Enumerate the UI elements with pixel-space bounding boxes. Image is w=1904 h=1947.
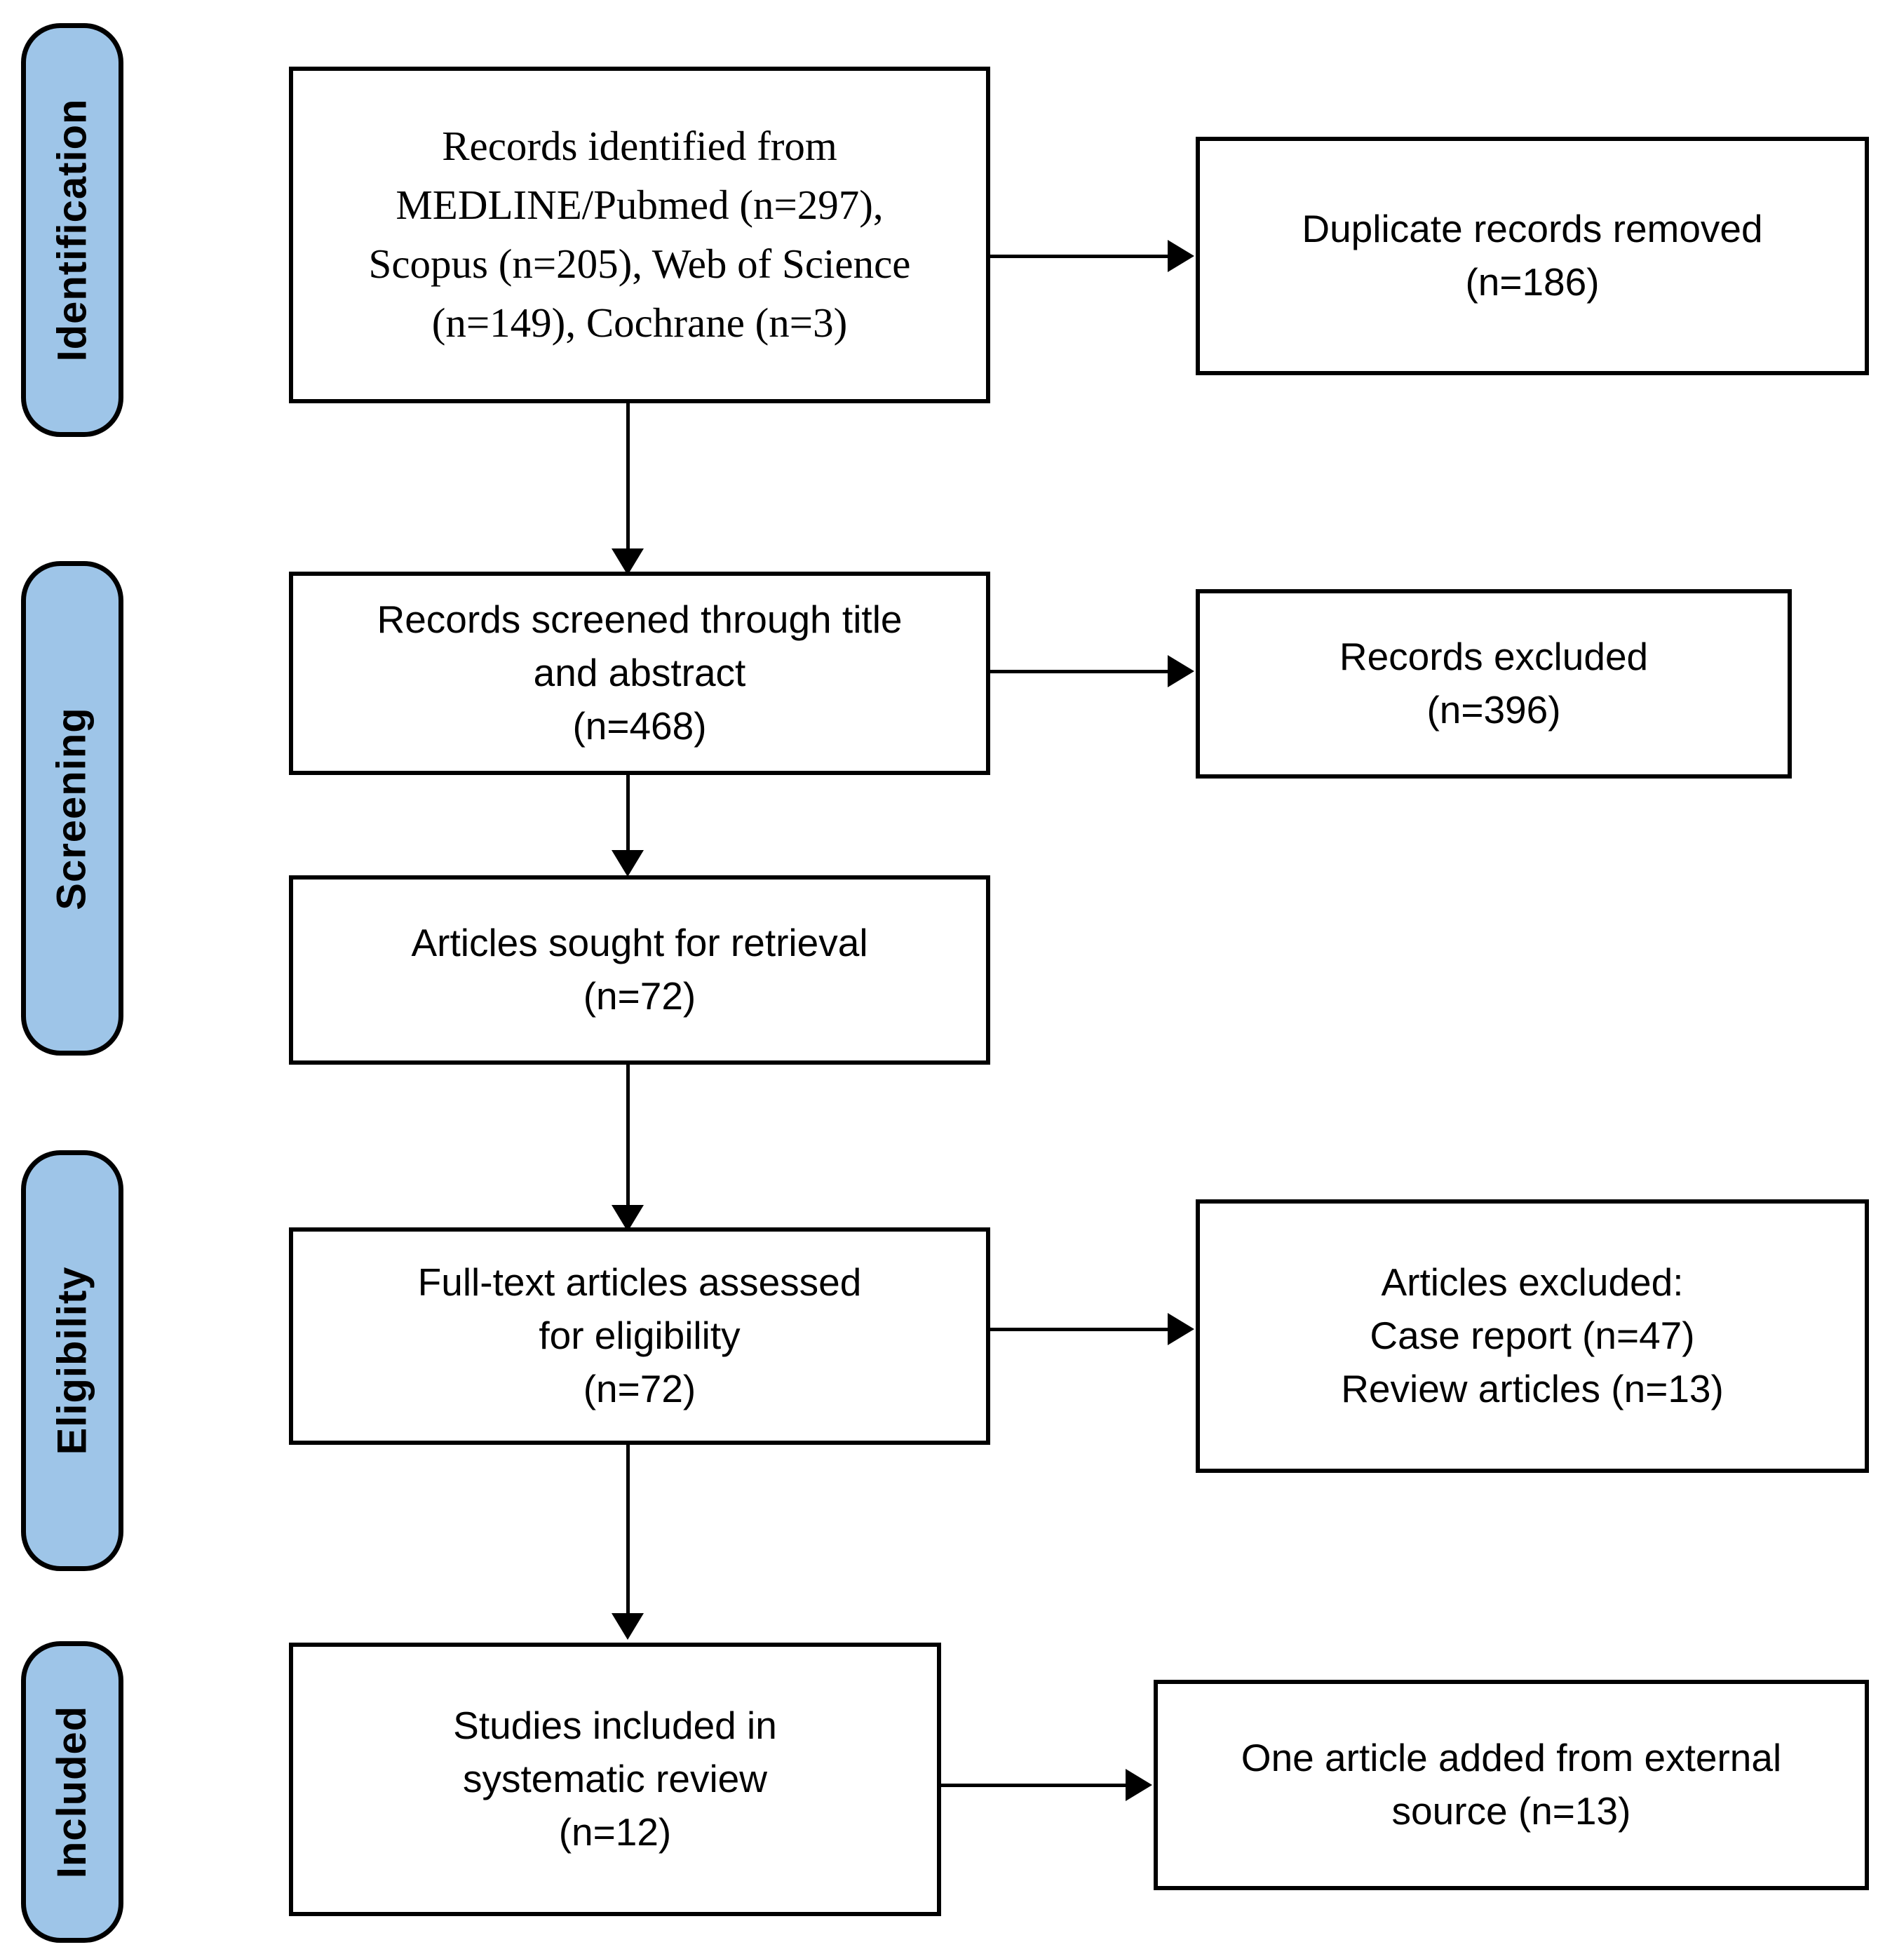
box-duplicates-removed: Duplicate records removed (n=186) <box>1196 137 1869 375</box>
arrowhead-fulltext-to-included <box>612 1613 644 1640</box>
box-external-source: One article added from external source (… <box>1154 1680 1869 1890</box>
connector-sought-to-fulltext <box>626 1065 630 1215</box>
connector-included-to-external <box>941 1784 1127 1787</box>
stage-label-eligibility: Eligibility <box>49 1266 95 1455</box>
box-records-excluded-text: Records excluded (n=396) <box>1339 635 1649 732</box>
arrowhead-sought-to-fulltext <box>612 1205 644 1232</box>
stage-label-screening: Screening <box>49 706 95 910</box>
arrowhead-included-to-external <box>1126 1769 1152 1801</box>
connector-screened-to-sought <box>626 775 630 859</box>
stage-pill-included: Included <box>21 1641 123 1943</box>
box-studies-included-text: Studies included in systematic review (n… <box>453 1704 777 1854</box>
connector-fulltext-to-included <box>626 1445 630 1624</box>
box-fulltext-assessed: Full-text articles assessed for eligibil… <box>289 1227 990 1445</box>
box-records-identified: Records identified from MEDLINE/Pubmed (… <box>289 67 990 403</box>
arrowhead-identified-to-duplicates <box>1168 240 1194 272</box>
connector-identified-to-screened <box>626 403 630 559</box>
arrowhead-screened-to-sought <box>612 850 644 877</box>
arrowhead-screened-to-excluded <box>1168 655 1194 687</box>
connector-identified-to-duplicates <box>990 255 1169 258</box>
box-records-screened: Records screened through title and abstr… <box>289 572 990 775</box>
connector-fulltext-to-excluded <box>990 1328 1169 1331</box>
box-articles-sought-text: Articles sought for retrieval (n=72) <box>411 921 868 1018</box>
box-records-screened-text: Records screened through title and abstr… <box>377 598 903 748</box>
stage-label-identification: Identification <box>49 98 95 362</box>
box-studies-included: Studies included in systematic review (n… <box>289 1643 941 1916</box>
box-articles-sought: Articles sought for retrieval (n=72) <box>289 875 990 1065</box>
connector-screened-to-excluded <box>990 670 1169 673</box>
stage-pill-identification: Identification <box>21 23 123 437</box>
box-duplicates-removed-text: Duplicate records removed (n=186) <box>1302 207 1763 304</box>
box-articles-excluded: Articles excluded: Case report (n=47) Re… <box>1196 1199 1869 1473</box>
box-records-identified-text: Records identified from MEDLINE/Pubmed (… <box>368 123 911 346</box>
stage-label-included: Included <box>49 1705 95 1879</box>
box-records-excluded: Records excluded (n=396) <box>1196 589 1792 779</box>
arrowhead-fulltext-to-excluded <box>1168 1313 1194 1345</box>
stage-pill-eligibility: Eligibility <box>21 1150 123 1571</box>
box-articles-excluded-text: Articles excluded: Case report (n=47) Re… <box>1341 1260 1724 1410</box>
box-fulltext-assessed-text: Full-text articles assessed for eligibil… <box>417 1260 862 1410</box>
arrowhead-identified-to-screened <box>612 548 644 575</box>
stage-pill-screening: Screening <box>21 561 123 1056</box>
box-external-source-text: One article added from external source (… <box>1241 1736 1782 1833</box>
